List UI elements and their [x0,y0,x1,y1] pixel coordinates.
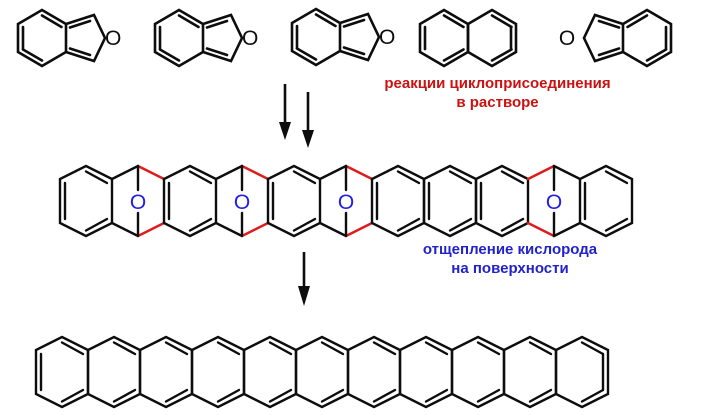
arrow-down-2 [302,92,314,148]
arrow-down-1 [279,84,291,140]
aromatic-ring-c [370,164,426,238]
acene-ring-3 [138,335,194,409]
arrow-down-3 [298,252,310,306]
oxygen-label-reactant-2: O [242,27,258,50]
oxygen-label-reactant-4: O [559,27,575,50]
acene-ring-9 [450,335,506,409]
intermediate-structure: O O [58,164,634,238]
oxygen-label-bridge-1: O [130,191,146,214]
arrows-stage-1 [279,84,314,148]
acene-ring-8 [398,335,454,409]
acene-ring-6 [294,335,350,409]
acene-ring-2 [86,335,142,409]
aromatic-ring-a [162,164,218,238]
oxygen-label-reactant-1: O [105,27,121,50]
caption-cycloaddition-line1: реакции циклоприсоединения [384,75,611,92]
epoxy-bridge-3: O [318,164,374,238]
epoxy-bridge-1: O [110,164,166,238]
acene-ring-11 [554,335,610,409]
molecule-isobenzofuran-4-mirrored [582,8,673,68]
acene-ring-1 [34,335,90,409]
aromatic-ring-e [474,164,530,238]
epoxy-bridge-2: O [214,164,270,238]
acene-ring-10 [502,335,558,409]
molecule-isobenzofuran-2: O [153,8,258,68]
molecule-naphthalene [418,8,518,68]
acene-ring-4 [190,335,246,409]
oxygen-label-bridge-3: O [338,191,354,214]
terminal-ring-right [578,164,634,238]
molecule-isobenzofuran-1: O [16,8,121,68]
molecule-isobenzofuran-3: O [290,7,395,67]
aromatic-ring-b [266,164,322,238]
oxygen-label-bridge-4: O [546,191,562,214]
arrows-stage-2 [298,252,310,306]
aromatic-ring-d [422,164,478,238]
oxygen-label-reactant-3: O [379,26,395,49]
caption-oxygen-elimination-line2: на поверхности [451,260,569,277]
caption-oxygen-elimination: отщепление кислорода на поверхности [350,240,670,278]
acene-ring-7 [346,335,402,409]
caption-oxygen-elimination-line1: отщепление кислорода [422,241,598,258]
terminal-ring-left [58,164,114,238]
caption-cycloaddition: реакции циклоприсоединения в растворе [330,74,665,112]
oxygen-label-bridge-2: O [234,191,250,214]
product-structure [34,335,610,409]
acene-ring-5 [242,335,298,409]
reactants-row: O O O [16,7,673,68]
epoxy-bridge-4: O [526,164,582,238]
caption-cycloaddition-line2: в растворе [456,94,539,111]
